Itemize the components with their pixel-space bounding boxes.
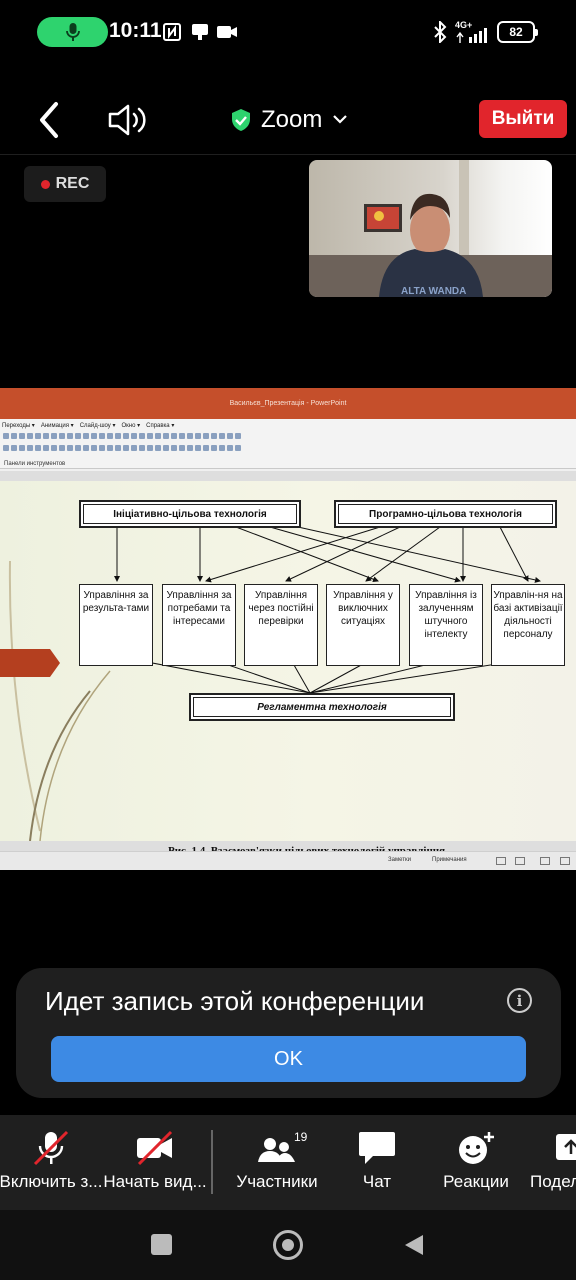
info-icon[interactable]: i — [507, 988, 532, 1013]
triangle-back-icon — [405, 1235, 423, 1255]
chat-icon — [359, 1132, 395, 1164]
ok-button[interactable]: OK — [51, 1036, 526, 1082]
slide: Ініціативно-цільова технологія Програмно… — [0, 481, 576, 870]
toolbar-row — [3, 433, 241, 441]
diagram-bottom-box: Регламентна технологія — [189, 693, 455, 721]
slideshow-view-icon — [560, 857, 570, 865]
diagram-box: Управління через постійні перевірки — [244, 584, 318, 666]
toolbar-separator — [211, 1130, 213, 1194]
bluetooth-icon — [433, 21, 447, 43]
sorter-view-icon — [515, 857, 525, 865]
toolbar-label: Участники — [236, 1172, 318, 1191]
participants-button[interactable]: Участники — [230, 1130, 324, 1200]
mic-active-pill[interactable] — [37, 17, 108, 47]
battery-indicator: 82 — [497, 21, 538, 43]
shared-screen[interactable]: Васильєв_Презентація - PowerPoint Перехо… — [0, 388, 576, 870]
nav-back-button[interactable] — [403, 1233, 425, 1262]
toolbar-row — [3, 445, 241, 453]
menu-item: Анимация ▾ — [40, 423, 74, 429]
speaker-icon — [108, 104, 146, 136]
toolbar-label: Включить з... — [0, 1172, 103, 1191]
video-off-icon — [137, 1130, 173, 1166]
signal-icon — [455, 24, 491, 46]
leave-button[interactable]: Выйти — [479, 100, 567, 138]
back-button[interactable] — [32, 98, 72, 142]
top-divider — [0, 154, 576, 155]
toolbar-label: Чат — [362, 1172, 392, 1191]
share-button[interactable]: Подел — [530, 1130, 576, 1200]
svg-text:ALTA WANDA: ALTA WANDA — [401, 286, 466, 297]
menu-item: Окно ▾ — [121, 423, 141, 429]
meeting-toolbar — [0, 1115, 576, 1210]
meeting-title[interactable]: Zoom — [261, 106, 323, 133]
recent-apps-button[interactable] — [151, 1234, 172, 1255]
diagram-box: Управлін-ня на базі активізації діяльнос… — [491, 584, 565, 666]
diagram-box: Управління із залученням штучного інтеле… — [409, 584, 483, 666]
diagram-top-left-box: Ініціативно-цільова технологія — [79, 500, 301, 528]
recording-dot-icon — [40, 179, 50, 189]
participant-video-image: ALTA WANDA — [309, 160, 552, 297]
notes-label: Заметки — [388, 857, 411, 863]
recording-label: REC — [55, 175, 90, 192]
powerpoint-title-bar: Васильєв_Презентація - PowerPoint — [0, 388, 576, 419]
menu-item: Слайд-шоу ▾ — [79, 423, 116, 429]
home-button[interactable] — [273, 1230, 303, 1260]
chevron-down-icon[interactable] — [332, 111, 348, 127]
clock: 10:11 — [109, 19, 162, 42]
participants-count-badge: 19 — [294, 1130, 308, 1144]
decorative-swoosh — [0, 560, 111, 841]
reading-view-icon — [540, 857, 550, 865]
diagram-box: Управління у виключних ситуаціях — [326, 584, 400, 666]
participant-video-thumbnail[interactable]: ALTA WANDA — [309, 160, 552, 297]
notification-icon — [190, 21, 210, 43]
diagram-box: Управління за потребами та інтересами — [162, 584, 236, 666]
toolbar-label: Подел — [530, 1172, 576, 1191]
microphone-icon — [65, 23, 80, 41]
menu-item: Переходы ▾ — [2, 423, 35, 429]
powerpoint-ribbon: Переходы ▾ Анимация ▾ Слайд-шоу ▾ Окно ▾… — [0, 419, 576, 469]
toolbar-label: Начать вид... — [103, 1172, 207, 1191]
diagram-box: Управління за результа-тами — [79, 584, 153, 666]
home-dot-icon — [282, 1239, 294, 1251]
recording-notice-text: Идет запись этой конференции — [45, 986, 425, 1016]
powerpoint-menu: Переходы ▾ Анимация ▾ Слайд-шоу ▾ Окно ▾… — [2, 422, 174, 429]
reactions-icon — [459, 1132, 494, 1164]
encryption-shield-icon[interactable] — [230, 108, 252, 132]
chevron-left-icon — [40, 102, 58, 138]
menu-item: Справка ▾ — [146, 423, 175, 429]
recording-indicator: REC — [24, 166, 106, 202]
toolbar-label: Реакции — [443, 1172, 509, 1191]
nfc-icon — [163, 21, 181, 43]
unmute-button[interactable]: Включить з... — [0, 1130, 102, 1200]
muted-mic-icon — [33, 1130, 69, 1166]
normal-view-icon — [496, 857, 506, 865]
audio-output-button[interactable] — [104, 100, 148, 140]
reactions-button[interactable]: Реакции — [436, 1130, 516, 1200]
video-camera-icon — [216, 21, 238, 43]
panel-label: Панели инструментов — [4, 461, 66, 467]
share-icon — [556, 1134, 576, 1160]
comments-label: Примечания — [432, 857, 467, 863]
network-type: 4G+ — [455, 20, 473, 30]
diagram-top-right-box: Програмно-цільова технологія — [334, 500, 557, 528]
powerpoint-status-bar: Заметки Примечания — [0, 851, 576, 870]
participants-icon — [258, 1138, 295, 1162]
start-video-button[interactable]: Начать вид... — [102, 1130, 208, 1200]
chat-button[interactable]: Чат — [342, 1130, 412, 1200]
